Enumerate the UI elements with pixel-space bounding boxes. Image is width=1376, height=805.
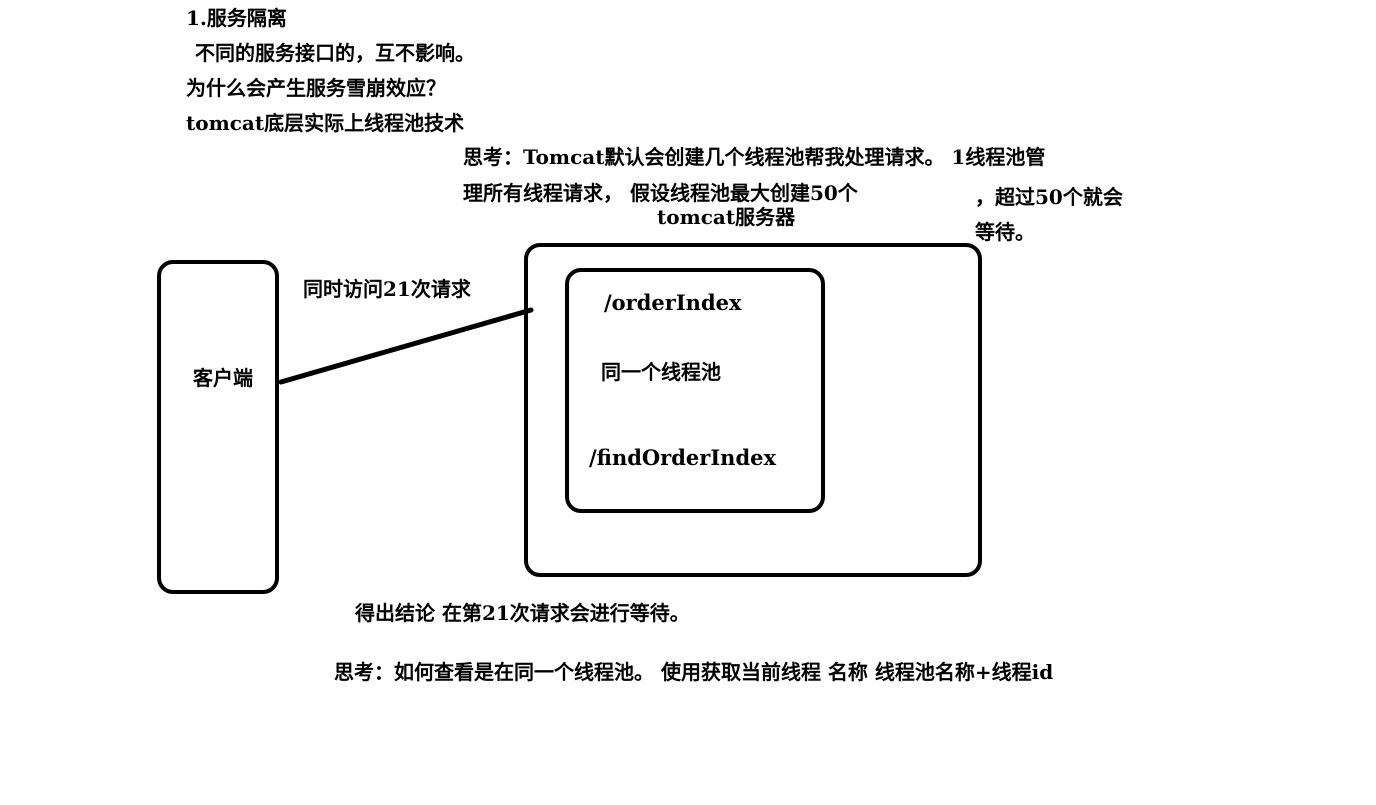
same-thread-pool-label: 同一个线程池: [601, 360, 721, 384]
tomcat-server-label: tomcat服务器: [657, 205, 796, 229]
thread-pool-box: [565, 268, 825, 513]
thinking-line-2: 理所有线程请求， 假设线程池最大创建50个: [463, 181, 858, 205]
thinking-line-4: 等待。: [975, 220, 1035, 244]
thinking-line-1: 思考：Tomcat默认会创建几个线程池帮我处理请求。 1线程池管: [463, 145, 1046, 169]
conclusion-text: 得出结论 在第21次请求会进行等待。: [355, 601, 690, 625]
client-label: 客户端: [193, 366, 253, 390]
note-line-1: 不同的服务接口的，互不影响。: [195, 41, 475, 65]
heading-service-isolation: 1.服务隔离: [186, 6, 287, 30]
request-label: 同时访问21次请求: [303, 277, 471, 301]
thinking-line-3: ，超过50个就会: [975, 185, 1123, 209]
question-text: 思考：如何查看是在同一个线程池。 使用获取当前线程 名称 线程池名称+线程id: [334, 660, 1054, 684]
tomcat-server-box: [524, 243, 982, 577]
endpoint-find-order-index: /findOrderIndex: [589, 445, 777, 470]
note-line-3: tomcat底层实际上线程池技术: [186, 111, 465, 135]
endpoint-order-index: /orderIndex: [604, 290, 742, 315]
note-line-2: 为什么会产生服务雪崩效应？: [186, 76, 446, 100]
client-box: [157, 260, 279, 594]
